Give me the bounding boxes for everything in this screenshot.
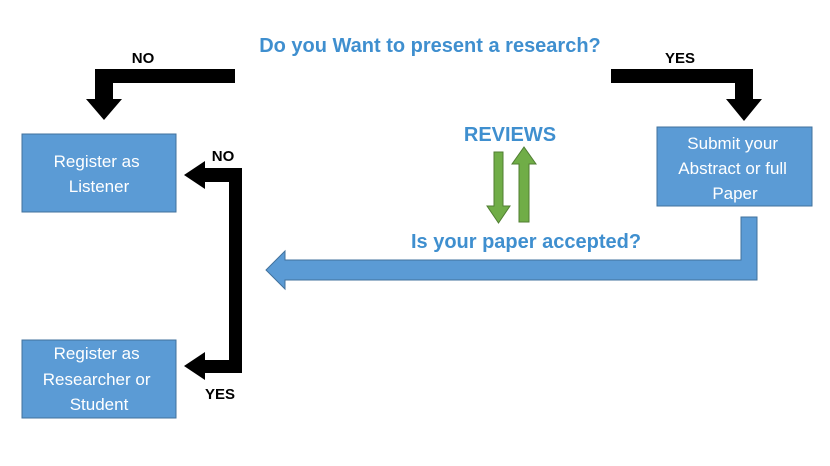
accepted-question: Is your paper accepted?: [411, 231, 641, 253]
register-listener-box: Register as Listener: [21, 133, 177, 213]
yes-arrow-right: [611, 69, 762, 121]
review-arrow-up: [511, 146, 537, 223]
listener-line-2: Listener: [69, 177, 130, 196]
yes-arrow-to-researcher: [184, 352, 242, 380]
no-arrow-left: [86, 69, 235, 120]
submit-line-2: Abstract or full: [678, 159, 787, 178]
svg-text:Register as Researcher o: Register as Researcher or Student: [43, 344, 155, 414]
register-researcher-box: Register as Researcher or Student: [21, 339, 177, 419]
researcher-line-2: Researcher or: [43, 370, 151, 389]
reviews-label: REVIEWS: [464, 124, 556, 146]
listener-line-1: Register as: [54, 152, 140, 171]
decision-connector: [184, 161, 242, 380]
submit-line-3: Paper: [712, 184, 758, 203]
researcher-line-1: Register as: [54, 344, 140, 363]
present-question: Do you Want to present a research?: [259, 35, 601, 57]
bottom-yes-label: YES: [205, 386, 235, 403]
submit-line-1: Submit your: [687, 134, 778, 153]
top-no-label: NO: [132, 50, 155, 67]
blue-return-arrow: [265, 216, 758, 291]
top-yes-label: YES: [665, 50, 695, 67]
svg-text:Submit your Abstract or: Submit your Abstract or full Paper: [678, 134, 791, 203]
review-arrow-down: [486, 151, 511, 224]
bottom-no-label: NO: [212, 148, 235, 165]
svg-text:Register as Listener: Register as Listener: [54, 152, 145, 196]
no-arrow-to-listener: [184, 161, 242, 189]
submit-abstract-box: Submit your Abstract or full Paper: [656, 126, 813, 207]
researcher-line-3: Student: [70, 395, 129, 414]
